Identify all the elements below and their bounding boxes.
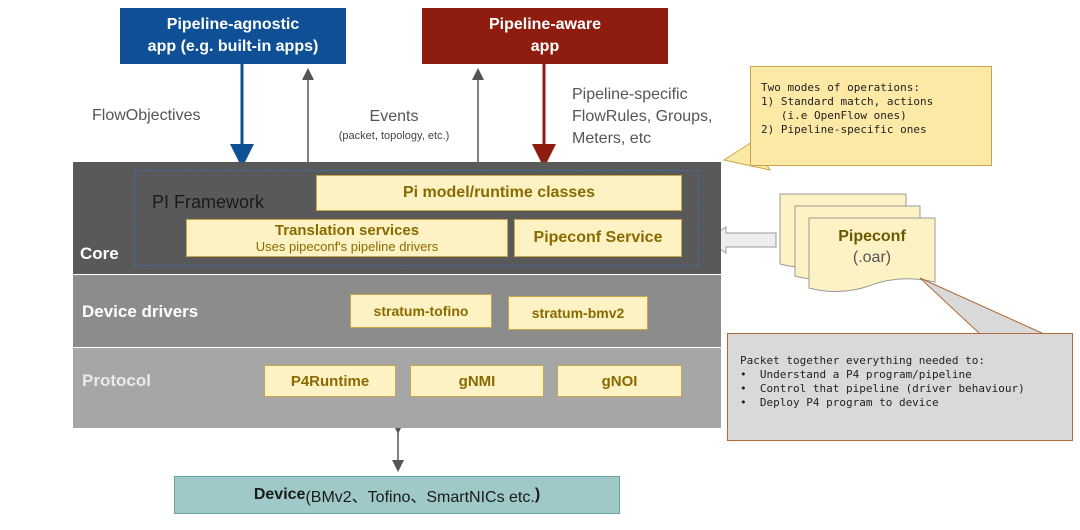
translation-services-box: Translation services Uses pipeconf's pip… bbox=[186, 219, 508, 257]
pipeline-specific-line2: FlowRules, Groups, bbox=[572, 108, 713, 125]
stratum-bmv2-box: stratum-bmv2 bbox=[508, 296, 648, 330]
pipeline-specific-line3: Meters, etc bbox=[572, 130, 652, 147]
device-drivers-label: Device drivers bbox=[82, 302, 199, 321]
pi-framework-border bbox=[134, 170, 699, 266]
device-close: ) bbox=[534, 486, 541, 503]
pipeconf-doc-text: Pipeconf (.oar) bbox=[809, 228, 935, 267]
aware-app-line2: app bbox=[530, 38, 560, 55]
events-label: Events bbox=[369, 108, 419, 125]
p4runtime-box: P4Runtime bbox=[264, 365, 396, 397]
agnostic-app-line1: Pipeline-agnostic bbox=[166, 16, 300, 33]
events-label-group: Events (packet, topology, etc.) bbox=[320, 108, 468, 142]
pipeline-specific-label: Pipeline-specific FlowRules, Groups, Met… bbox=[572, 84, 713, 150]
translation-title: Translation services bbox=[274, 221, 420, 239]
translation-sub: Uses pipeconf's pipeline drivers bbox=[255, 238, 439, 254]
flowobjectives-label: FlowObjectives bbox=[92, 107, 201, 124]
events-sub-label: (packet, topology, etc.) bbox=[338, 130, 450, 142]
pipeconf-service-box: Pipeconf Service bbox=[514, 219, 682, 257]
protocol-label: Protocol bbox=[82, 371, 151, 390]
agnostic-app-line2: app (e.g. built-in apps) bbox=[147, 38, 319, 55]
device-box: Device(BMv2、Tofino、SmartNICs etc.) bbox=[174, 476, 620, 514]
pipeline-aware-app: Pipeline-aware app bbox=[422, 8, 668, 64]
pipeconf-note: Packet together everything needed to: • … bbox=[727, 333, 1073, 441]
pipeconf-title: Pipeconf bbox=[838, 228, 906, 245]
pipeline-agnostic-app: Pipeline-agnostic app (e.g. built-in app… bbox=[120, 8, 346, 64]
device-title: Device bbox=[253, 486, 306, 503]
pi-framework-label: PI Framework bbox=[152, 192, 265, 212]
modes-note: Two modes of operations: 1) Standard mat… bbox=[750, 66, 992, 166]
core-label: Core bbox=[80, 244, 119, 263]
device-list: (BMv2、Tofino、SmartNICs etc. bbox=[305, 489, 535, 506]
gnoi-box: gNOI bbox=[557, 365, 682, 397]
pipeline-specific-line1: Pipeline-specific bbox=[572, 86, 688, 103]
stratum-tofino-box: stratum-tofino bbox=[350, 294, 492, 328]
pipeconf-sub: (.oar) bbox=[852, 249, 892, 266]
pi-model-box: Pi model/runtime classes bbox=[316, 175, 682, 211]
aware-app-line1: Pipeline-aware bbox=[488, 16, 602, 33]
gnmi-box: gNMI bbox=[410, 365, 544, 397]
